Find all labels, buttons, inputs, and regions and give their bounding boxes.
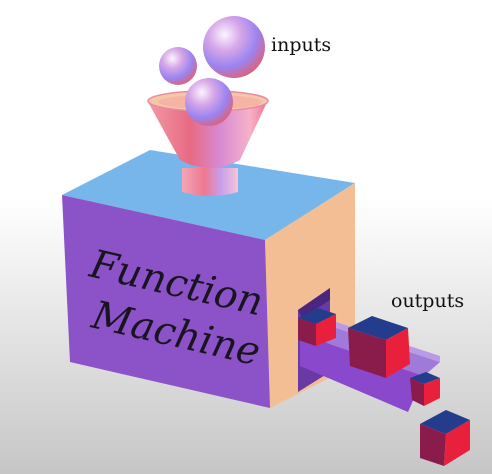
outputs-label: outputs <box>391 290 464 312</box>
input-sphere-middle <box>185 78 233 126</box>
box-front-face <box>62 195 270 408</box>
input-funnel <box>147 90 269 196</box>
output-cube-2 <box>348 316 410 378</box>
inputs-label: inputs <box>271 34 331 56</box>
funnel-spout <box>182 168 238 196</box>
input-sphere-large <box>203 16 265 78</box>
chute-wall-front <box>300 334 424 412</box>
output-opening-shadow <box>298 288 330 318</box>
input-sphere-small <box>159 47 197 85</box>
output-cube-4 <box>420 410 470 466</box>
funnel-cone <box>148 95 268 168</box>
output-cube-1 <box>298 308 336 346</box>
output-cube-3 <box>410 372 440 406</box>
